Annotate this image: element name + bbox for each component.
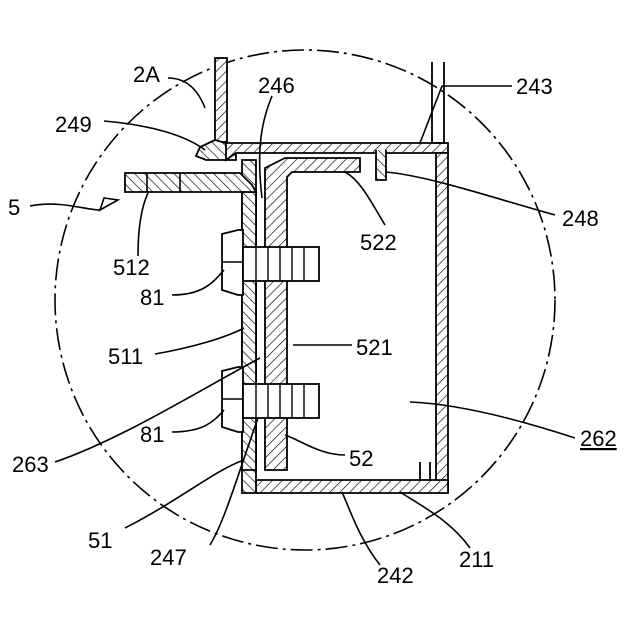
leader-51 bbox=[125, 460, 244, 528]
inner-lip-248 bbox=[376, 150, 386, 180]
frame-right-wall bbox=[436, 153, 448, 490]
leader-243 bbox=[420, 86, 512, 143]
label-511: 511 bbox=[108, 344, 143, 369]
label-81-upper: 81 bbox=[140, 285, 164, 310]
frame-bottom-wall-242 bbox=[256, 480, 448, 493]
leader-242 bbox=[342, 492, 380, 565]
label-242: 242 bbox=[377, 563, 414, 588]
leader-249 bbox=[104, 121, 205, 150]
leader-248 bbox=[386, 172, 555, 215]
top-flange-hook bbox=[432, 62, 444, 143]
label-81-lower: 81 bbox=[140, 422, 164, 447]
detail-boundary-circle bbox=[55, 50, 555, 550]
leader-81a bbox=[172, 270, 224, 295]
label-249: 249 bbox=[55, 112, 92, 137]
label-51: 51 bbox=[88, 528, 112, 553]
leader-511 bbox=[155, 328, 244, 354]
frame-right-inner-rib bbox=[420, 462, 430, 482]
leader-2A bbox=[168, 78, 205, 108]
label-243: 243 bbox=[516, 74, 553, 99]
leader-512 bbox=[138, 193, 148, 256]
leader-5 bbox=[30, 204, 100, 210]
label-5: 5 bbox=[8, 195, 20, 220]
label-2A: 2A bbox=[133, 62, 160, 87]
label-211: 211 bbox=[459, 547, 494, 572]
leader-81b bbox=[172, 410, 224, 432]
leader-52 bbox=[285, 435, 345, 455]
label-246: 246 bbox=[258, 73, 295, 98]
label-522: 522 bbox=[360, 230, 397, 255]
label-521: 521 bbox=[356, 335, 393, 360]
label-247: 247 bbox=[150, 545, 187, 570]
leader-262 bbox=[410, 402, 575, 438]
label-52: 52 bbox=[349, 446, 373, 471]
label-262: 262 bbox=[580, 426, 617, 451]
label-263: 263 bbox=[12, 452, 49, 477]
plate-512 bbox=[125, 173, 256, 192]
wall-2A bbox=[215, 58, 227, 142]
label-248: 248 bbox=[562, 206, 599, 231]
inner-bracket-52 bbox=[265, 158, 360, 470]
leader-211 bbox=[400, 492, 470, 548]
leader-5-arrow bbox=[100, 198, 118, 210]
label-512: 512 bbox=[113, 255, 150, 280]
